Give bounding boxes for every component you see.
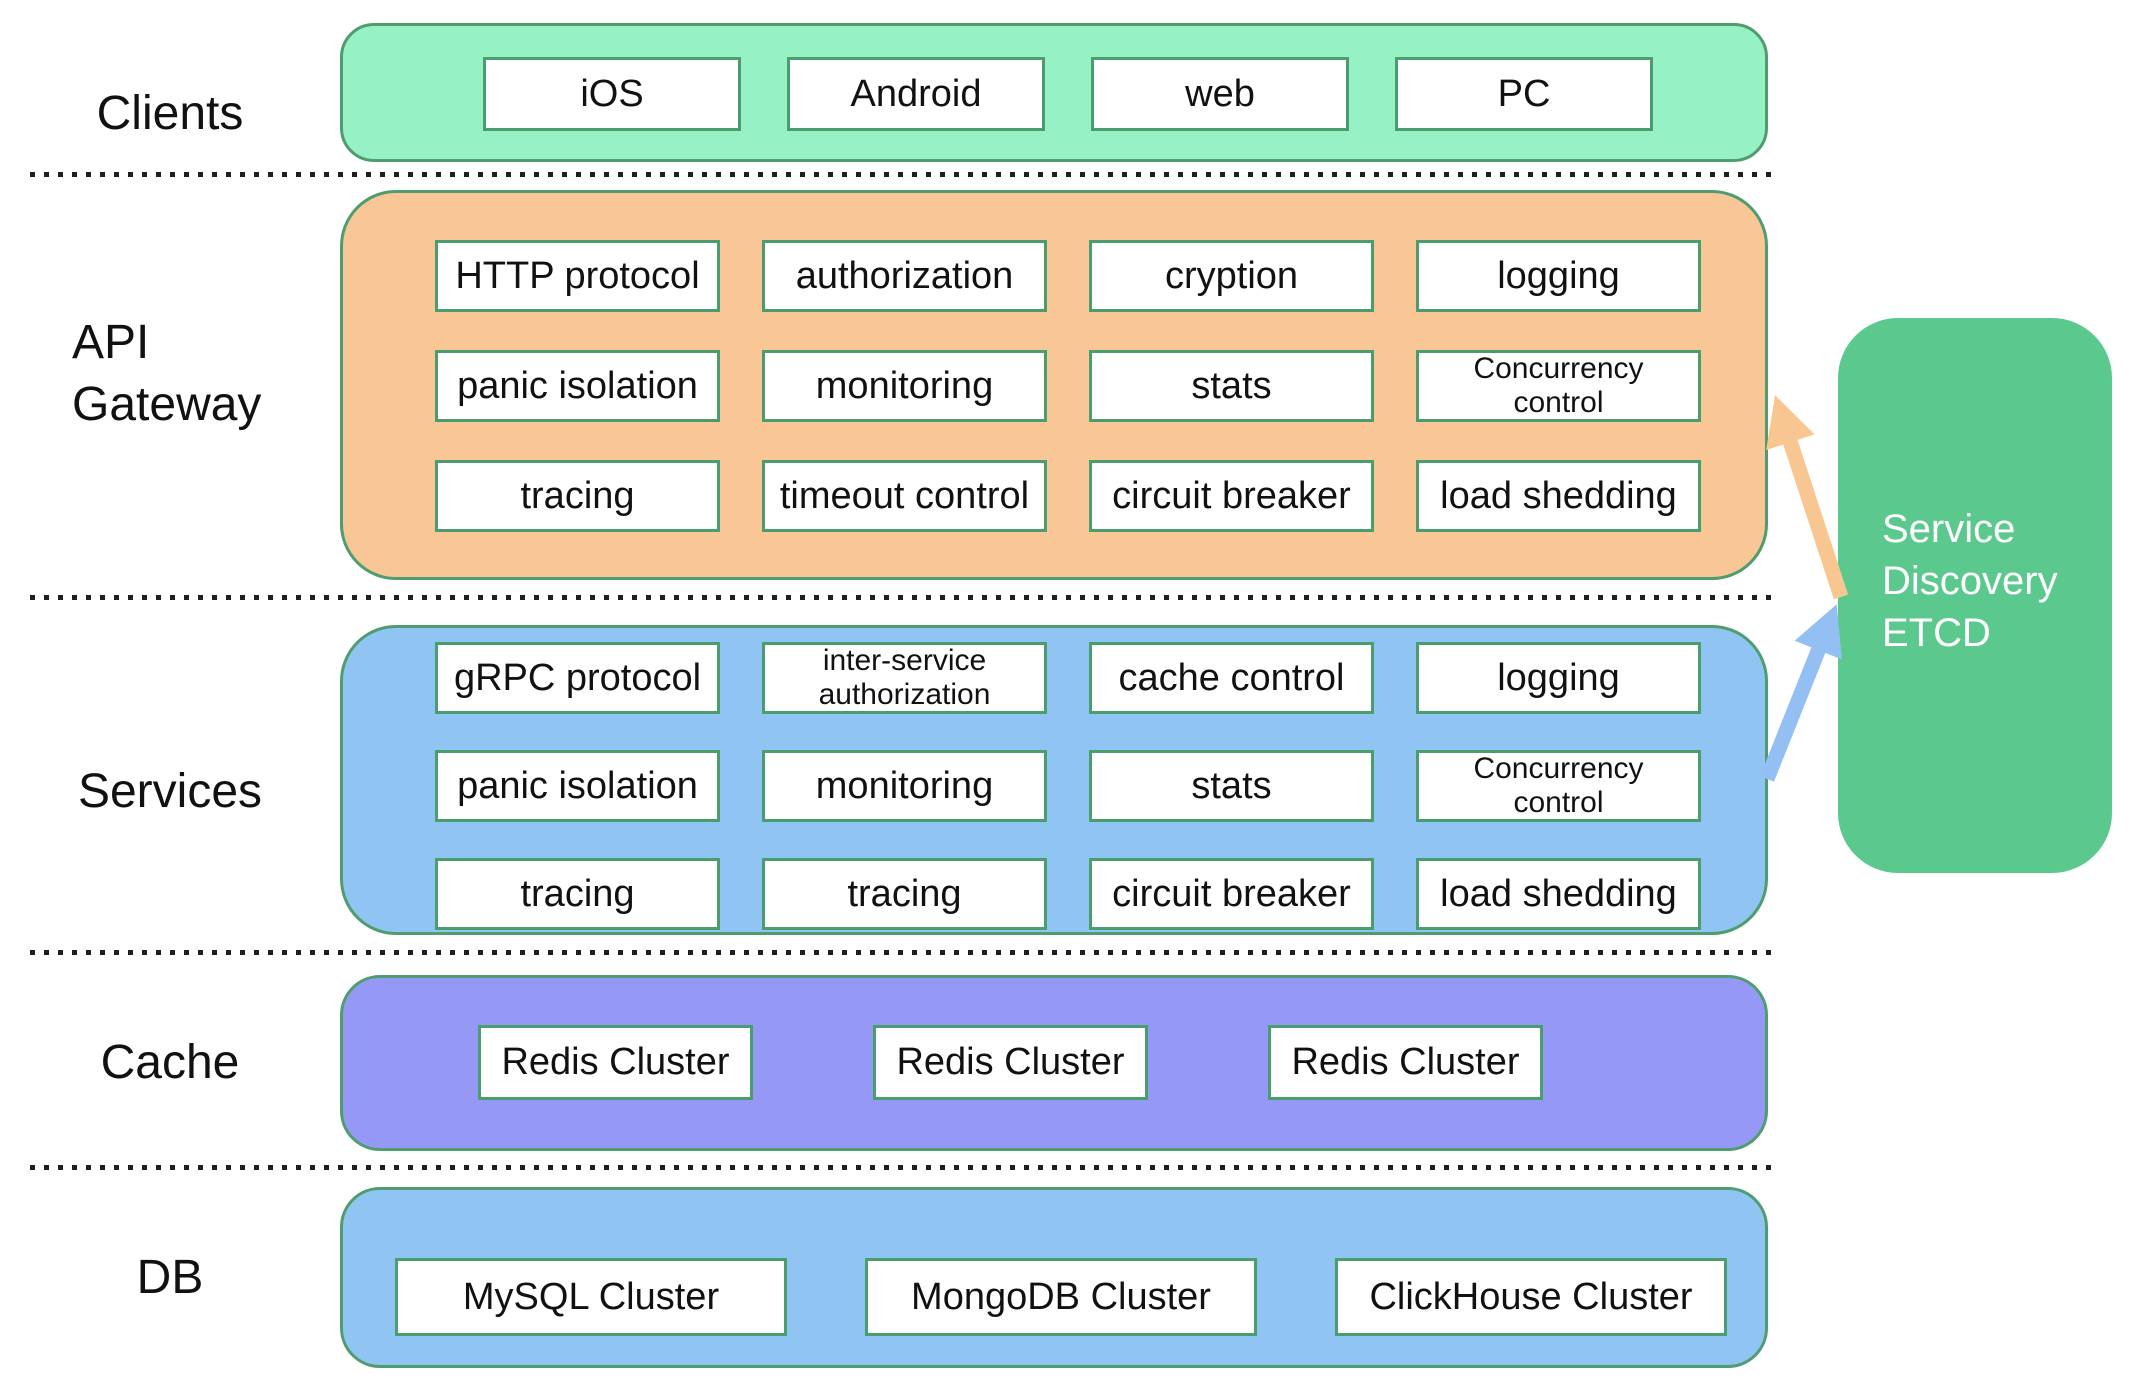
- svc-box-monitoring: monitoring: [762, 750, 1047, 822]
- services-band: gRPC protocol inter-service authorizatio…: [340, 625, 1768, 935]
- db-box-mysql: MySQL Cluster: [395, 1258, 787, 1336]
- etcd-label-line2: Discovery: [1882, 559, 2058, 603]
- separator-services-cache: [30, 950, 1775, 955]
- svc-box-cache-control: cache control: [1089, 642, 1374, 714]
- client-box-pc: PC: [1395, 57, 1653, 131]
- etcd-label-line1: Service: [1882, 507, 2016, 551]
- api-box-timeout-control: timeout control: [762, 460, 1047, 532]
- cache-box-redis-3: Redis Cluster: [1268, 1025, 1543, 1100]
- client-box-ios: iOS: [483, 57, 741, 131]
- api-box-http-protocol: HTTP protocol: [435, 240, 720, 312]
- api-box-panic-isolation: panic isolation: [435, 350, 720, 422]
- svc-box-stats: stats: [1089, 750, 1374, 822]
- db-band: MySQL Cluster MongoDB Cluster ClickHouse…: [340, 1187, 1768, 1368]
- db-box-clickhouse: ClickHouse Cluster: [1335, 1258, 1727, 1336]
- layer-label-services: Services: [77, 765, 263, 818]
- layer-label-api-gateway-line2: Gateway: [72, 378, 262, 431]
- svc-box-logging: logging: [1416, 642, 1701, 714]
- client-box-web: web: [1091, 57, 1349, 131]
- layer-label-api-gateway-line1: API: [72, 316, 150, 369]
- arrow-etcd-to-api-gateway: [1766, 395, 1849, 600]
- api-box-logging: logging: [1416, 240, 1701, 312]
- cache-box-redis-1: Redis Cluster: [478, 1025, 753, 1100]
- layer-label-clients: Clients: [96, 87, 244, 140]
- api-box-authorization: authorization: [762, 240, 1047, 312]
- api-box-cryption: cryption: [1089, 240, 1374, 312]
- svc-box-panic-isolation: panic isolation: [435, 750, 720, 822]
- svc-box-inter-service-authorization: inter-service authorization: [762, 642, 1047, 714]
- svc-box-concurrency-control: Concurrency control: [1416, 750, 1701, 822]
- api-box-concurrency-control: Concurrency control: [1416, 350, 1701, 422]
- api-box-tracing: tracing: [435, 460, 720, 532]
- api-box-load-shedding: load shedding: [1416, 460, 1701, 532]
- separator-cache-db: [30, 1165, 1775, 1170]
- separator-clients-api: [30, 172, 1775, 177]
- layer-label-db: DB: [136, 1251, 204, 1304]
- api-box-stats: stats: [1089, 350, 1374, 422]
- db-row: MySQL Cluster MongoDB Cluster ClickHouse…: [395, 1258, 1727, 1336]
- layer-label-cache: Cache: [100, 1036, 240, 1089]
- cache-band: Redis Cluster Redis Cluster Redis Cluste…: [340, 975, 1768, 1151]
- clients-row: iOS Android web PC: [483, 57, 1653, 131]
- svc-box-tracing-1: tracing: [435, 858, 720, 930]
- api-box-monitoring: monitoring: [762, 350, 1047, 422]
- clients-band: iOS Android web PC: [340, 23, 1768, 162]
- db-box-mongodb: MongoDB Cluster: [865, 1258, 1257, 1336]
- client-box-android: Android: [787, 57, 1045, 131]
- etcd-label-line3: ETCD: [1882, 611, 1991, 655]
- cache-box-redis-2: Redis Cluster: [873, 1025, 1148, 1100]
- services-grid: gRPC protocol inter-service authorizatio…: [435, 642, 1701, 930]
- svc-box-load-shedding: load shedding: [1416, 858, 1701, 930]
- api-box-circuit-breaker: circuit breaker: [1089, 460, 1374, 532]
- api-gateway-band: HTTP protocol authorization cryption log…: [340, 190, 1768, 580]
- layer-label-api-gateway: API Gateway: [0, 312, 340, 436]
- svc-box-tracing-2: tracing: [762, 858, 1047, 930]
- api-gateway-grid: HTTP protocol authorization cryption log…: [435, 240, 1701, 532]
- cache-row: Redis Cluster Redis Cluster Redis Cluste…: [478, 1025, 1543, 1100]
- separator-api-services: [30, 595, 1775, 600]
- svc-box-grpc-protocol: gRPC protocol: [435, 642, 720, 714]
- svc-box-circuit-breaker: circuit breaker: [1089, 858, 1374, 930]
- service-discovery-etcd-box: Service Discovery ETCD: [1838, 318, 2112, 873]
- arrow-services-to-etcd: [1760, 604, 1843, 782]
